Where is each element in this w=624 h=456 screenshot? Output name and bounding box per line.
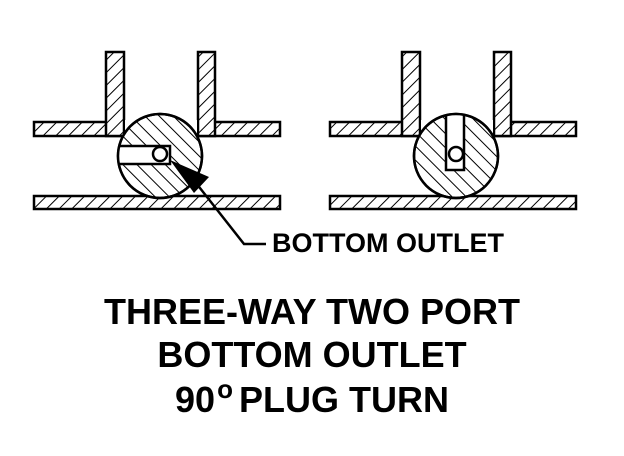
right-stem-hole — [447, 145, 465, 163]
caption-angle-value: 90 — [175, 379, 216, 420]
left-branch-right-wall — [196, 50, 217, 138]
caption-line-2: BOTTOM OUTLET — [157, 334, 467, 375]
left-valve — [32, 50, 282, 211]
bottom-outlet-callout — [170, 160, 266, 246]
right-valve — [328, 50, 578, 211]
left-branch-left-wall — [104, 50, 126, 138]
caption-line-1: THREE-WAY TWO PORT — [103, 291, 521, 332]
callout-arrowhead — [170, 160, 209, 193]
left-stem-hole — [151, 145, 169, 163]
callout-label: BOTTOM OUTLET — [272, 228, 504, 258]
right-branch-right-wall — [492, 50, 513, 138]
caption-degree-symbol: o — [217, 374, 233, 404]
caption-plug-turn: PLUG TURN — [238, 379, 449, 420]
callout-leader-line — [195, 182, 266, 246]
right-branch-left-wall — [400, 50, 422, 138]
